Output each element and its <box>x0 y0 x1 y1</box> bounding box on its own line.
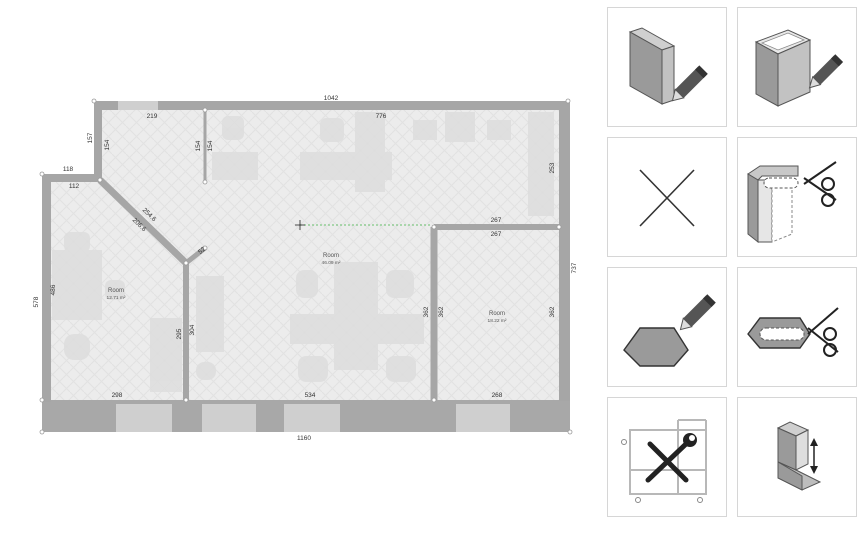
dim-left-inner: 486 <box>50 284 57 295</box>
room-label-3[interactable]: Room 18.22 m² <box>488 311 507 324</box>
dim-wall-a: 295 <box>176 328 183 339</box>
dim-bottom-total: 1160 <box>297 435 311 442</box>
room-label-2[interactable]: Room 46.09 m² <box>322 253 341 266</box>
dim-right-upper: 253 <box>549 162 556 173</box>
dim-left-notch-h: 157 <box>87 132 94 143</box>
room-2-area: 46.09 m² <box>322 260 341 266</box>
dim-wall-b: 304 <box>189 324 196 335</box>
dim-bottom-mid: 534 <box>305 392 316 399</box>
dim-top-mid: 776 <box>376 113 387 120</box>
draw-room-tool-button[interactable] <box>737 7 857 127</box>
interior-walls[interactable] <box>97 110 559 400</box>
wall-arrows-icon <box>776 421 822 491</box>
floor-plan-svg[interactable]: 1042 219 776 157 154 118 112 578 486 254… <box>0 0 600 530</box>
dim-bottom-left: 298 <box>112 392 123 399</box>
delete-tool-button[interactable] <box>607 137 727 257</box>
wrench-screwdriver-icon <box>621 419 707 503</box>
dim-partition-b: 154 <box>207 140 214 151</box>
draw-polygon-tool-button[interactable] <box>607 267 727 387</box>
dim-right-outer: 737 <box>571 262 578 273</box>
hexagon-pencil-icon <box>623 294 716 367</box>
cross-icon <box>639 169 695 227</box>
room-3-area: 18.22 m² <box>488 318 507 324</box>
room-1-name: Room <box>108 288 124 294</box>
dim-top-total: 1042 <box>324 95 339 102</box>
dim-room3-left-outer: 362 <box>423 306 430 317</box>
walls-scissors-icon <box>747 161 837 244</box>
wall-height-tool-button[interactable] <box>737 397 857 517</box>
dim-room3-top-outer: 267 <box>491 217 502 224</box>
dim-top-left: 219 <box>147 113 158 120</box>
cut-polygon-tool-button[interactable] <box>737 267 857 387</box>
window-openings <box>116 404 510 432</box>
dim-left-notch-w: 118 <box>63 166 74 173</box>
furniture-silhouettes <box>52 112 554 392</box>
dim-diag-small: 52 <box>197 246 207 256</box>
dim-left-inner-short: 112 <box>69 183 80 190</box>
crosshair-cursor <box>295 220 305 230</box>
floor-area[interactable] <box>44 103 568 400</box>
wall-vertices[interactable] <box>39 98 573 435</box>
room-2-name: Room <box>323 253 339 259</box>
room-3-name: Room <box>489 311 505 317</box>
hexagon-scissors-icon <box>747 307 839 357</box>
box-pencil-icon <box>754 29 844 107</box>
dim-left-notch-inner: 154 <box>104 139 111 150</box>
dim-room3-top-inner: 267 <box>491 231 502 238</box>
wall-pencil-icon <box>628 27 708 105</box>
room-label-1[interactable]: Room 12.71 m² <box>107 288 126 301</box>
exterior-walls[interactable] <box>42 101 570 402</box>
cut-walls-tool-button[interactable] <box>737 137 857 257</box>
plan-settings-tool-button[interactable] <box>607 397 727 517</box>
dim-partition-a: 154 <box>195 140 202 151</box>
tool-palette <box>607 7 867 527</box>
window-top <box>118 101 158 110</box>
dim-bottom-right: 268 <box>492 392 503 399</box>
dim-left-outer: 578 <box>33 296 40 307</box>
dim-room3-left-inner: 362 <box>438 306 445 317</box>
draw-wall-tool-button[interactable] <box>607 7 727 127</box>
room-1-area: 12.71 m² <box>107 295 126 301</box>
floor-plan-canvas[interactable]: 1042 219 776 157 154 118 112 578 486 254… <box>0 0 600 530</box>
dim-room3-right-inner: 362 <box>549 306 556 317</box>
